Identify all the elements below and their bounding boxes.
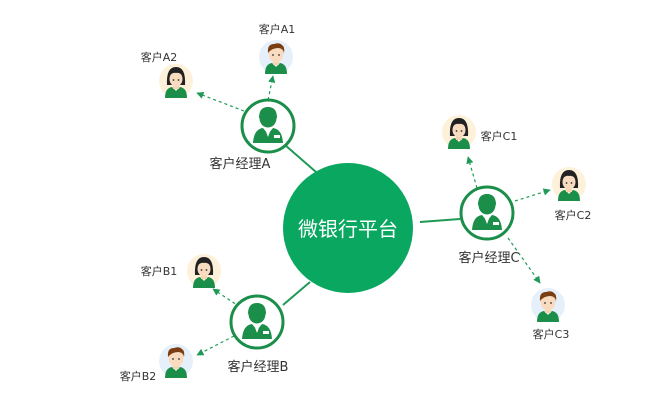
customer-c1-label: 客户C1 [481,129,518,143]
customer-b2-label: 客户B2 [120,369,157,383]
customer-a2: 客户A2 [141,50,193,98]
link-platform-manager-a [284,144,317,173]
female-customer-icon [187,254,221,288]
customer-c2: 客户C2 [552,167,591,222]
female-customer-icon [159,64,193,98]
customer-b2: 客户B2 [120,344,193,383]
manager-a-label: 客户经理A [210,156,271,172]
customer-b1-label: 客户B1 [141,264,178,278]
link-platform-manager-c [419,218,461,223]
link-platform-manager-b [282,281,311,306]
customer-a2-label: 客户A2 [141,50,178,64]
arrow-manager-b-to-b1 [212,288,241,308]
manager-c-label: 客户经理C [458,250,519,266]
customer-c2-label: 客户C2 [555,208,592,222]
customer-a1: 客户A1 [259,22,296,74]
arrow-manager-c-to-c2 [514,188,551,202]
manager-b-label: 客户经理B [228,359,289,375]
manager-b-icon [229,294,285,350]
manager-a-icon [240,98,296,154]
manager-c-icon [459,185,515,241]
customer-c3: 客户C3 [531,288,569,341]
arrow-manager-a-to-a1 [267,75,276,101]
platform-node: 微银行平台 [283,163,413,293]
manager-b-node: 客户经理B [228,294,289,375]
male-customer-icon [159,344,193,378]
female-customer-icon [442,115,476,149]
male-customer-icon [259,40,293,74]
customer-c3-label: 客户C3 [533,327,570,341]
manager-a-node: 客户经理A [210,98,296,172]
customer-b1: 客户B1 [141,254,221,288]
arrow-manager-a-to-a2 [196,91,245,112]
customer-c1: 客户C1 [442,115,517,149]
arrow-manager-c-to-c1 [466,156,478,189]
platform-label: 微银行平台 [298,217,398,241]
arrow-manager-b-to-b2 [196,335,235,356]
female-customer-icon [552,167,586,201]
customer-a1-label: 客户A1 [259,22,296,36]
manager-c-node: 客户经理C [458,185,520,266]
male-customer-icon [531,288,565,322]
